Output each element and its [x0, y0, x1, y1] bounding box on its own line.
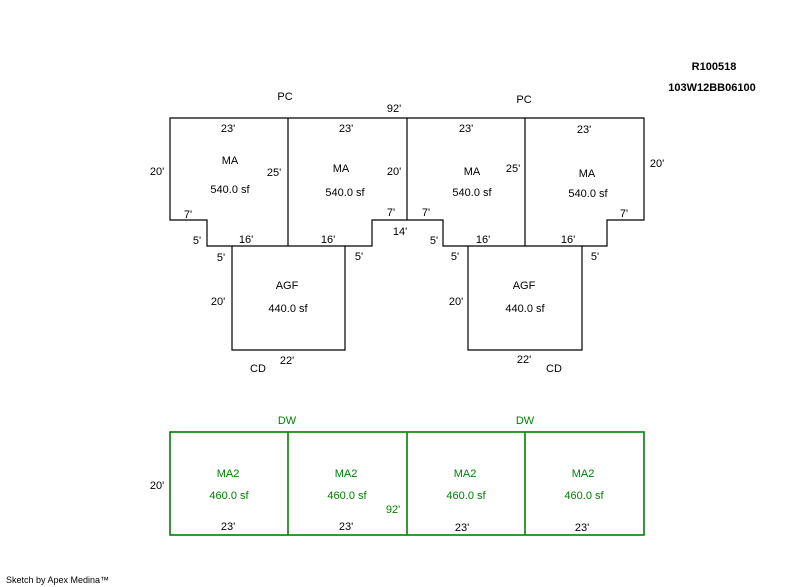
unit-4-area: 540.0 sf	[568, 188, 608, 200]
dim-right-side: 20'	[650, 158, 664, 170]
garage-2-area: 440.0 sf	[505, 303, 545, 315]
dim-garage-22-a: 22'	[280, 355, 294, 367]
dim-garage-20-b: 20'	[449, 296, 463, 308]
dim-top-unit-2: 23'	[339, 123, 353, 135]
lower-height-dim: 20'	[150, 480, 164, 492]
dim-step-5-c: 5'	[217, 252, 225, 264]
lower-unit-1-code: MA2	[217, 468, 240, 480]
dim-top-unit-3: 23'	[459, 123, 473, 135]
dim-step-7-c: 7'	[422, 207, 430, 219]
driveway-label-left: DW	[278, 415, 297, 427]
garage-1-code: AGF	[276, 280, 299, 292]
deck-label-left: CD	[250, 363, 266, 375]
dim-garage-22-b: 22'	[517, 354, 531, 366]
lower-width-dim: 92'	[386, 504, 400, 516]
dim-16-a: 16'	[239, 234, 253, 246]
dim-16-d: 16'	[561, 234, 575, 246]
dim-16-b: 16'	[321, 234, 335, 246]
lower-unit-4-area: 460.0 sf	[564, 490, 604, 502]
dim-left-side: 20'	[150, 166, 164, 178]
dim-step-5-f: 5'	[591, 251, 599, 263]
dim-step-5-e: 5'	[451, 251, 459, 263]
lower-unit-2-area: 460.0 sf	[327, 490, 367, 502]
total-width-dim: 92'	[387, 103, 401, 115]
parcel-id: R100518	[692, 61, 737, 73]
lower-dim-bottom-1: 23'	[221, 521, 235, 533]
dim-garage-20-a: 20'	[211, 296, 225, 308]
dim-16-c: 16'	[476, 234, 490, 246]
unit-3-code: MA	[464, 166, 481, 178]
unit-3-area: 540.0 sf	[452, 187, 492, 199]
unit-1-area: 540.0 sf	[210, 184, 250, 196]
dim-step-5-b: 5'	[430, 235, 438, 247]
porch-label-right: PC	[516, 94, 531, 106]
dim-step-5-a: 5'	[193, 235, 201, 247]
dim-step-7-a: 7'	[184, 209, 192, 221]
lower-dim-bottom-4: 23'	[575, 522, 589, 534]
garage-2-code: AGF	[513, 280, 536, 292]
lower-unit-3-code: MA2	[454, 468, 477, 480]
driveway-label-right: DW	[516, 415, 535, 427]
deck-label-right: CD	[546, 363, 562, 375]
dim-inner-25-a: 25'	[267, 167, 281, 179]
unit-2-area: 540.0 sf	[325, 187, 365, 199]
lower-dim-bottom-3: 23'	[455, 522, 469, 534]
lower-unit-2-code: MA2	[335, 468, 358, 480]
dim-step-7-b: 7'	[387, 207, 395, 219]
lower-dim-bottom-2: 23'	[339, 521, 353, 533]
dim-top-unit-1: 23'	[221, 123, 235, 135]
lower-unit-3-area: 460.0 sf	[446, 490, 486, 502]
lower-unit-4-code: MA2	[572, 468, 595, 480]
dim-inner-20: 20'	[387, 166, 401, 178]
porch-label-left: PC	[277, 91, 292, 103]
upper-building-outline	[169, 117, 645, 351]
dim-step-7-d: 7'	[620, 208, 628, 220]
sketch-credit: Sketch by Apex Medina™	[6, 575, 109, 585]
dim-mid-14: 14'	[393, 226, 407, 238]
unit-4-code: MA	[579, 168, 596, 180]
lower-unit-1-area: 460.0 sf	[209, 490, 249, 502]
unit-2-code: MA	[333, 163, 350, 175]
map-number: 103W12BB06100	[668, 82, 755, 94]
garage-1-area: 440.0 sf	[268, 303, 308, 315]
dim-step-5-d: 5'	[355, 251, 363, 263]
dim-top-unit-4: 23'	[577, 124, 591, 136]
dim-inner-25-b: 25'	[506, 163, 520, 175]
unit-1-code: MA	[222, 155, 239, 167]
